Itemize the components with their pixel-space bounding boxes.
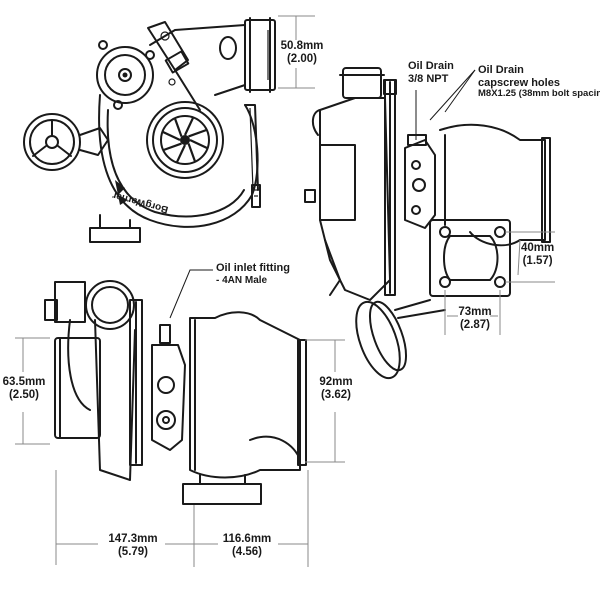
callout-oil-inlet: Oil inlet fitting - 4AN Male [216,262,290,286]
compressor-blade [187,143,197,163]
borgwarner-logo: BorgWarner [111,180,170,215]
callout-oil-drain: Oil Drain 3/8 NPT [408,60,454,85]
actuator-canister [96,40,155,110]
compressor-wheel [146,101,224,179]
compressor-outlet-pipe [149,17,276,96]
dim-flange-width: 73mm (2.87) [458,306,492,332]
actuator-bracket [147,21,201,111]
brand-text: BorgWarner [111,189,169,215]
compressor-blade [184,116,195,136]
dim-turbine-outlet: 92mm (3.62) [319,376,353,402]
dim-compressor-outlet-mm: 50.8mm [280,40,324,52]
turbine-base-flange [89,214,141,243]
callout-oil-drain-capscrew: Oil Drain capscrew holes M8X1.25 (38mm b… [478,64,600,100]
compressor-blade [162,142,182,152]
dim-compressor-to-center: 147.3mm (5.79) [108,533,158,559]
dim-compressor-inlet-lines [15,337,50,445]
compressor-blade [175,144,186,164]
dim-length-lines [55,470,309,567]
dim-turbine-outlet-lines [305,339,345,463]
compressor-blade [161,130,181,141]
dim-center-to-turbine-outlet: 116.6mm (4.56) [222,533,272,559]
dim-compressor-outlet-inch: (2.00) [286,53,318,66]
dim-compressor-outlet-lines [278,15,315,89]
front-view-turbo: BorgWarner [23,17,276,243]
dim-compressor-outlet: 50.8mm (2.00) [280,40,324,66]
oil-drain-leaders [415,69,476,140]
dim-flange-height: 40mm (1.57) [521,242,555,268]
oil-inlet-fitting [151,324,186,451]
sensor-fitting [251,184,261,208]
oil-inlet-leader [169,269,213,319]
bottom-view-turbo [44,280,307,505]
wastegate-actuator [355,299,446,380]
dim-compressor-inlet: 63.5mm (2.50) [2,376,46,402]
compressor-housing [98,94,259,228]
dim-flange-height-lines [505,231,555,283]
compressor-blade [188,128,208,138]
dim-flange-width-lines [444,290,501,335]
side-view-turbo [304,67,551,380]
actuator-hand-wheel [23,113,109,171]
compressor-blade [189,139,209,150]
compressor-blade [173,117,183,137]
